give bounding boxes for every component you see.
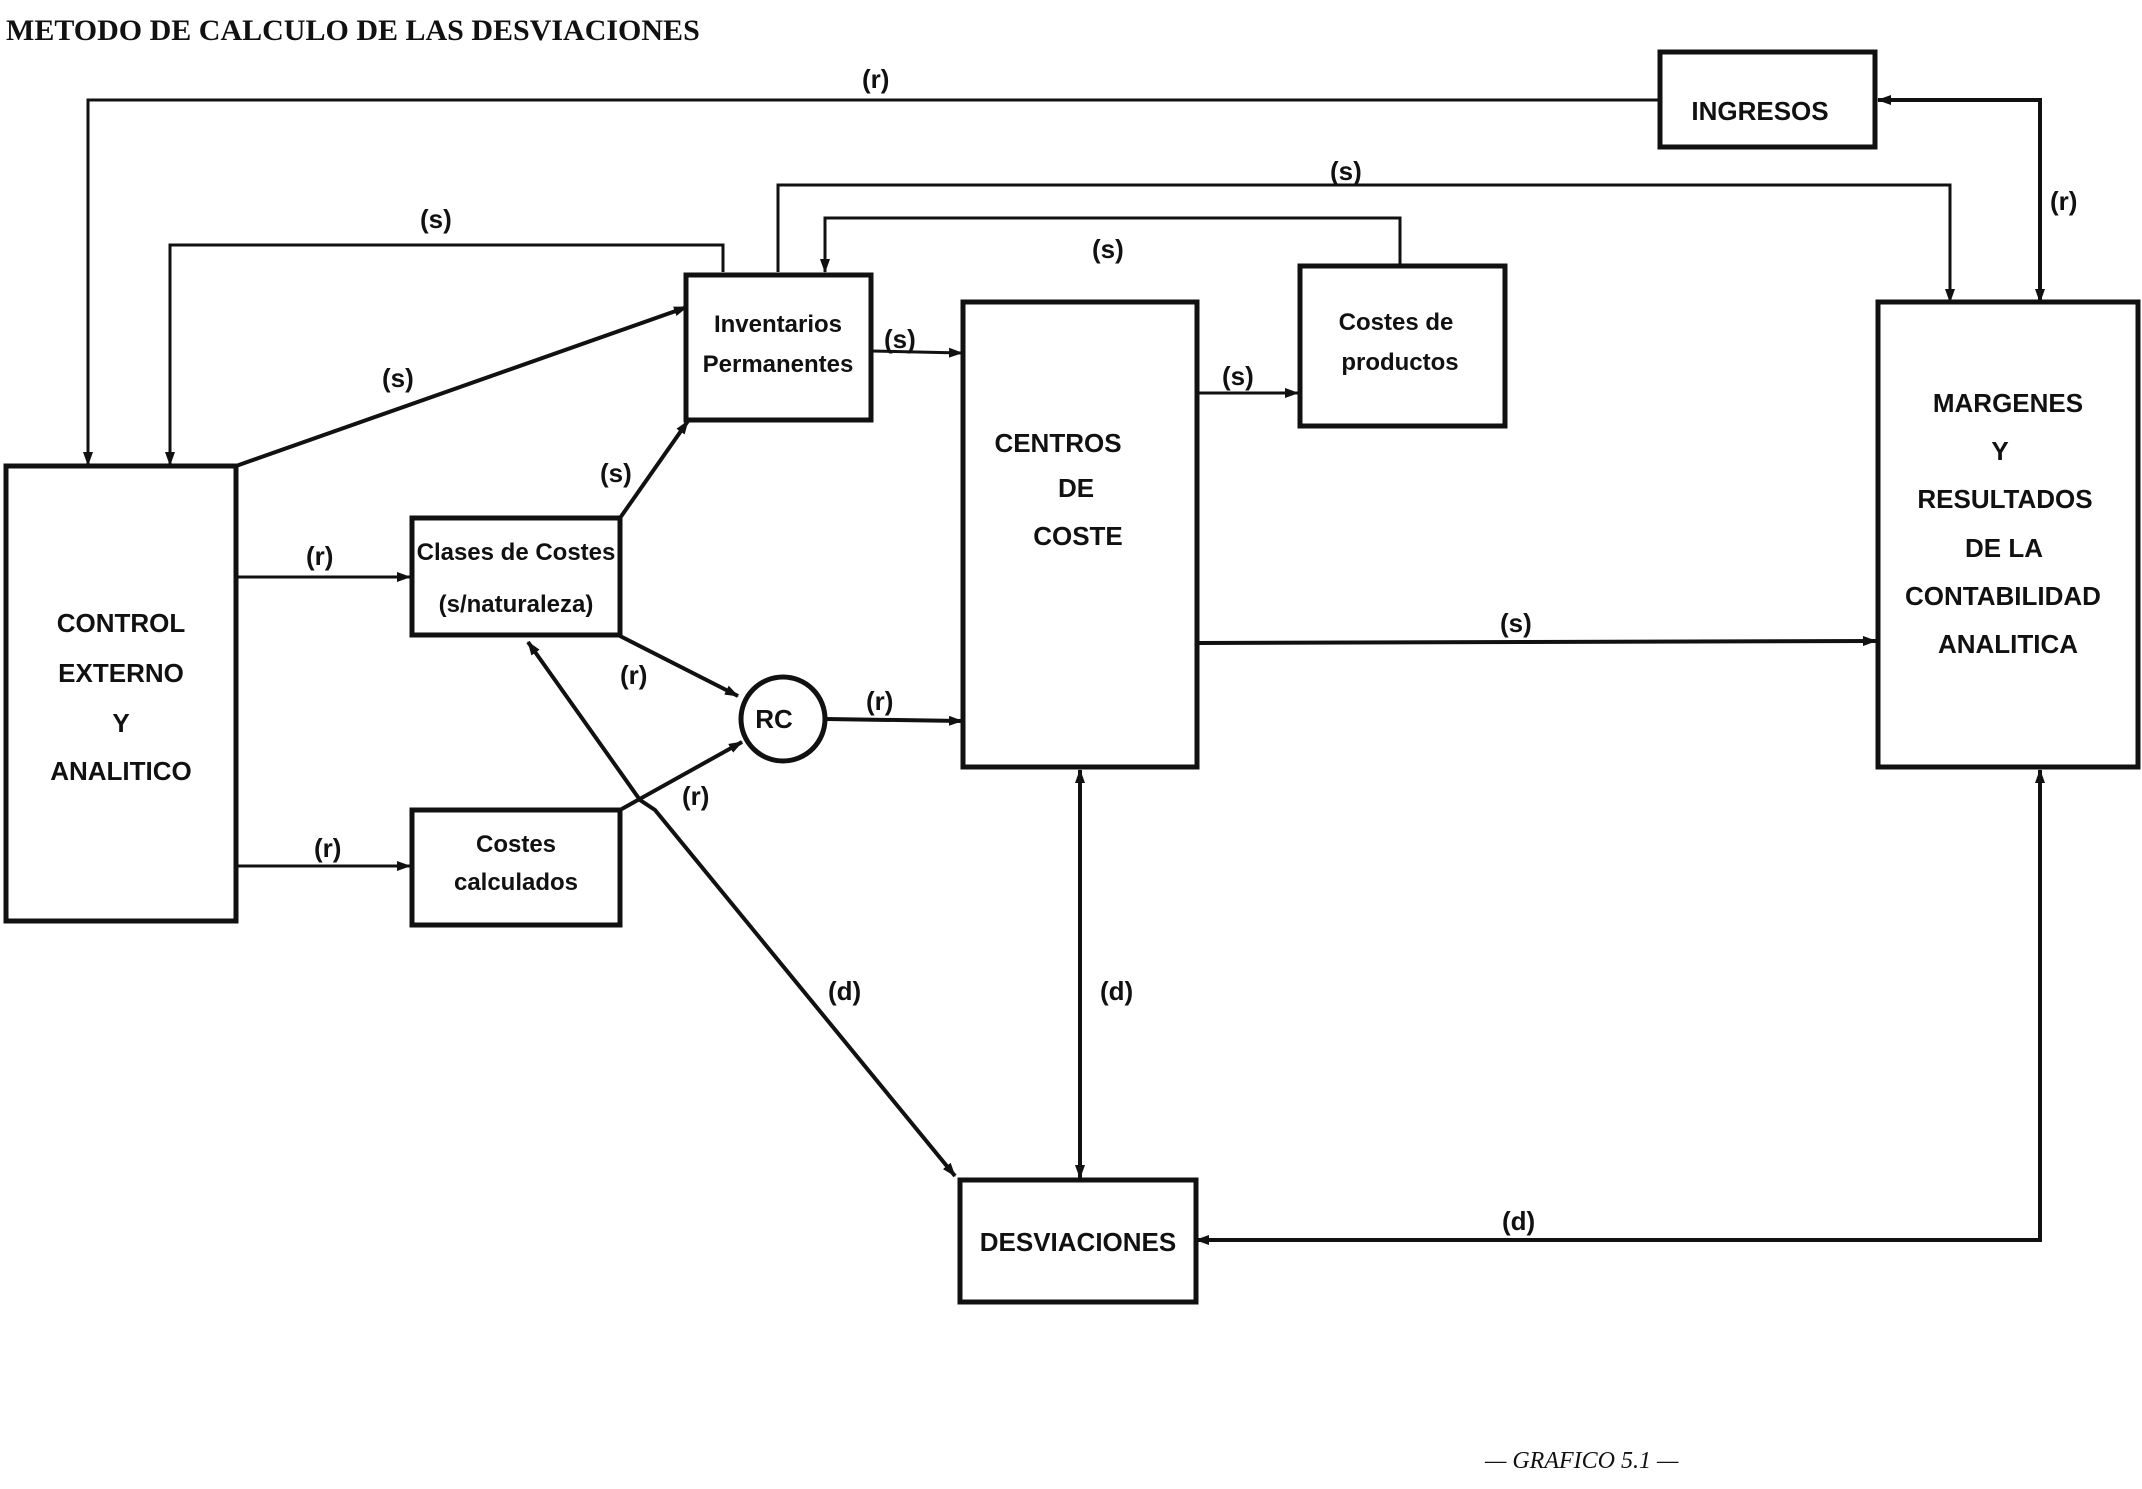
edge-control-inventarios (235, 305, 688, 468)
edge-label-productos-inventarios: (s) (1092, 234, 1124, 264)
svg-text:ANALITICO: ANALITICO (50, 756, 192, 786)
svg-text:DE LA: DE LA (1965, 533, 2043, 563)
node-clases-de-costes: Clases de Costes (s/naturaleza) (409, 515, 623, 638)
node-ingresos: INGRESOS (1657, 49, 1878, 150)
node-inventarios-permanentes: Inventarios Permanentes (683, 272, 874, 423)
edge-label-margenes-ingresos: (r) (2050, 186, 2077, 216)
edge-inventarios-centros (870, 347, 963, 358)
edge-clases-inventarios (618, 419, 690, 520)
figure-caption: — GRAFICO 5.1 — (1484, 1448, 1679, 1474)
svg-text:calculados: calculados (454, 869, 578, 896)
svg-text:DESVIACIONES: DESVIACIONES (980, 1227, 1177, 1257)
svg-text:CONTROL: CONTROL (57, 608, 186, 638)
svg-text:Y: Y (1991, 436, 2008, 466)
edge-label-calculados-rc: (r) (682, 781, 709, 811)
edge-label-ingresos-control: (r) (862, 64, 889, 94)
edge-clases-desviaciones (526, 640, 957, 1178)
node-rc: RC (738, 674, 828, 764)
svg-text:Clases de Costes: Clases de Costes (417, 539, 616, 566)
svg-text:ANALITICA: ANALITICA (1938, 629, 2078, 659)
svg-text:Y: Y (112, 708, 129, 738)
svg-text:DE: DE (1058, 473, 1094, 503)
diagram-title: METODO DE CALCULO DE LAS DESVIACIONES (6, 14, 700, 47)
svg-text:RESULTADOS: RESULTADOS (1917, 484, 2092, 514)
edge-label-centros-margenes: (s) (1500, 608, 1532, 638)
edge-label-inventarios-control: (s) (420, 204, 452, 234)
svg-text:Costes de: Costes de (1339, 309, 1454, 336)
svg-text:COSTE: COSTE (1033, 521, 1123, 551)
edge-inventarios-control (165, 243, 725, 466)
edge-productos-inventarios (820, 216, 1402, 273)
edge-centros-margenes (1196, 636, 1877, 647)
edge-margenes-desviaciones (1195, 769, 2045, 1245)
svg-text:Inventarios: Inventarios (714, 311, 842, 338)
edge-label-control-calculados: (r) (314, 833, 341, 863)
svg-text:productos: productos (1341, 349, 1458, 376)
svg-text:Costes: Costes (476, 831, 556, 858)
svg-text:RC: RC (755, 704, 793, 734)
edge-label-control-inventarios: (s) (382, 363, 414, 393)
edge-label-centros-desviaciones: (d) (1100, 976, 1133, 1006)
svg-text:EXTERNO: EXTERNO (58, 658, 184, 688)
edge-margenes-ingresos (1877, 95, 2045, 303)
edge-label-clases-rc: (r) (620, 660, 647, 690)
node-centros-de-coste: CENTROS DE COSTE (960, 299, 1200, 770)
edge-label-centros-productos: (s) (1222, 361, 1254, 391)
svg-text:Permanentes: Permanentes (703, 351, 854, 378)
edge-label-control-clases: (r) (306, 541, 333, 571)
edge-label-clases-inventarios: (s) (600, 458, 632, 488)
edge-ingresos-control (83, 98, 1660, 466)
svg-text:(s/naturaleza): (s/naturaleza) (439, 591, 594, 618)
svg-text:MARGENES: MARGENES (1933, 388, 2083, 418)
svg-text:INGRESOS: INGRESOS (1691, 96, 1828, 126)
edge-label-inventarios-margenes: (s) (1330, 156, 1362, 186)
node-desviaciones: DESVIACIONES (957, 1177, 1199, 1305)
svg-text:CENTROS: CENTROS (994, 428, 1121, 458)
svg-text:CONTABILIDAD: CONTABILIDAD (1905, 581, 2101, 611)
node-costes-calculados: Costes calculados (409, 807, 623, 928)
node-margenes-y-resultados: MARGENES Y RESULTADOS DE LA CONTABILIDAD… (1875, 299, 2141, 770)
edge-label-margenes-desviaciones: (d) (1502, 1206, 1535, 1236)
edge-label-rc-centros: (r) (866, 686, 893, 716)
edge-rc-centros (825, 715, 963, 726)
edge-label-clases-desviaciones: (d) (828, 976, 861, 1006)
edge-label-inventarios-centros: (s) (884, 324, 916, 354)
node-control-externo: CONTROL EXTERNO Y ANALITICO (3, 463, 239, 924)
node-costes-de-productos: Costes de productos (1297, 263, 1508, 429)
